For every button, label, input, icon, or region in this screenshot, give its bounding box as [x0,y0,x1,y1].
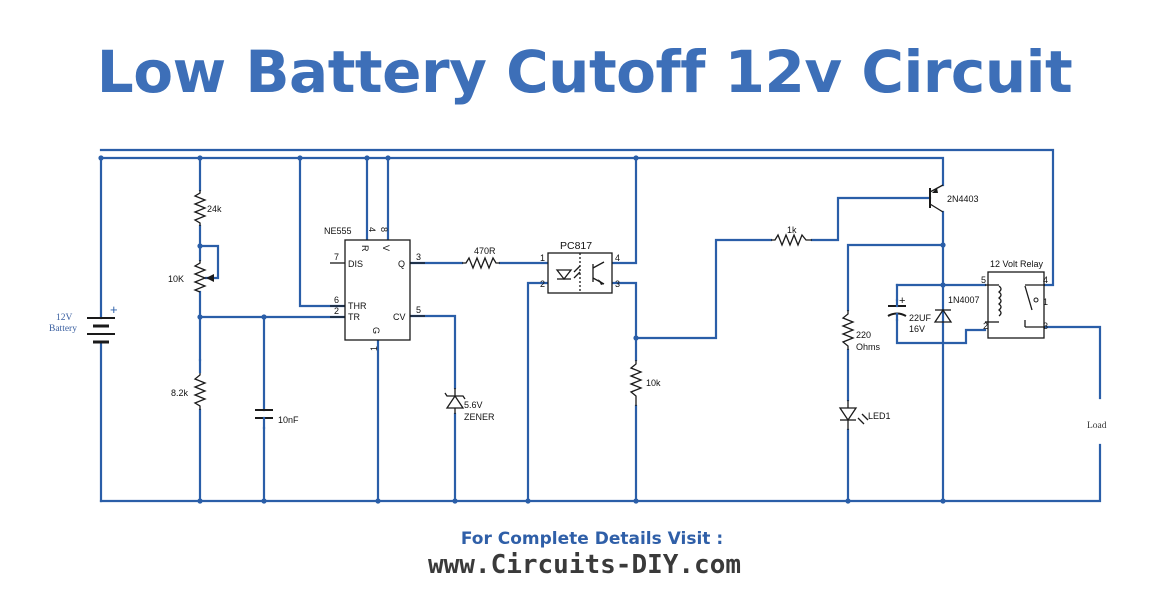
svg-text:2: 2 [540,279,545,289]
svg-text:Q: Q [398,259,405,269]
ic-name: NE555 [324,226,352,236]
ne555-ic: NE555 DIS Q THR TR CV R V G 7 3 6 2 5 1 … [324,226,425,351]
svg-text:TR: TR [348,312,360,322]
zener-diode: 5.6V ZENER [444,388,495,422]
svg-text:4: 4 [615,253,620,263]
resistor-1k: 1k [771,225,812,247]
capacitor-10nf: 10nF [255,409,299,430]
transistor-2n4403: 2N4403 [929,184,979,213]
svg-text:6: 6 [334,295,339,305]
svg-text:2: 2 [334,306,339,316]
svg-text:220: 220 [856,330,871,340]
svg-text:G: G [371,327,381,334]
svg-text:V: V [381,245,391,251]
svg-text:5: 5 [981,275,986,285]
svg-text:ZENER: ZENER [464,412,495,422]
resistor-8-2k: 8.2k [171,358,207,410]
svg-text:470R: 470R [474,246,496,256]
svg-text:10K: 10K [168,274,184,284]
wires [99,148,1102,503]
footer-url: www.Circuits-DIY.com [427,550,742,580]
resistor-220: 220 Ohms [841,310,881,352]
svg-text:Ohms: Ohms [856,342,881,352]
svg-text:8: 8 [379,227,389,232]
svg-text:3: 3 [615,279,620,289]
resistor-470r: 470R [462,246,500,270]
svg-text:Load: Load [1087,421,1107,431]
svg-text:2N4403: 2N4403 [947,194,979,204]
opto-name: PC817 [560,240,592,252]
svg-text:10nF: 10nF [278,415,299,425]
svg-text:1: 1 [369,346,379,351]
potentiometer-10k: 10K [168,260,214,293]
svg-text:4: 4 [367,227,377,232]
svg-text:1: 1 [540,253,545,263]
svg-text:CV: CV [393,312,406,322]
svg-text:2: 2 [983,321,988,331]
svg-text:3: 3 [1043,321,1048,331]
diode-1n4007: 1N4007 [933,295,980,323]
svg-text:1: 1 [1043,297,1048,307]
load: Load [1087,421,1107,431]
led-1: LED1 [838,400,891,430]
svg-text:THR: THR [348,301,367,311]
svg-text:+: + [110,302,118,317]
svg-text:8.2k: 8.2k [171,388,189,398]
relay-12v: 12 Volt Relay 5 2 4 1 3 [981,259,1048,339]
relay-name: 12 Volt Relay [990,259,1044,269]
battery-symbol: + 12V Battery [49,302,118,344]
resistor-24k: 24k [193,190,222,226]
svg-text:LED1: LED1 [868,411,891,421]
svg-text:5.6V: 5.6V [464,400,483,410]
svg-text:4: 4 [1043,275,1048,285]
svg-text:10k: 10k [646,378,661,388]
svg-text:22UF: 22UF [909,313,932,323]
battery-name: Battery [49,324,77,334]
junctions [98,155,946,504]
svg-text:+: + [899,295,905,307]
battery-value: 12V [56,313,73,323]
svg-text:1N4007: 1N4007 [948,295,980,305]
svg-text:24k: 24k [207,204,222,214]
svg-text:DIS: DIS [348,259,363,269]
pc817-optocoupler: PC817 1 2 3 4 [540,240,620,294]
capacitor-22uf: + 22UF 16V [887,295,932,334]
svg-text:1k: 1k [787,225,797,235]
svg-text:R: R [360,245,370,252]
svg-text:7: 7 [334,252,339,262]
page-title: Low Battery Cutoff 12v Circuit [96,38,1073,106]
footer-caption: For Complete Details Visit : [460,529,724,549]
svg-text:16V: 16V [909,324,925,334]
svg-text:5: 5 [416,305,421,315]
resistor-10k: 10k [629,360,661,406]
svg-text:3: 3 [416,252,421,262]
